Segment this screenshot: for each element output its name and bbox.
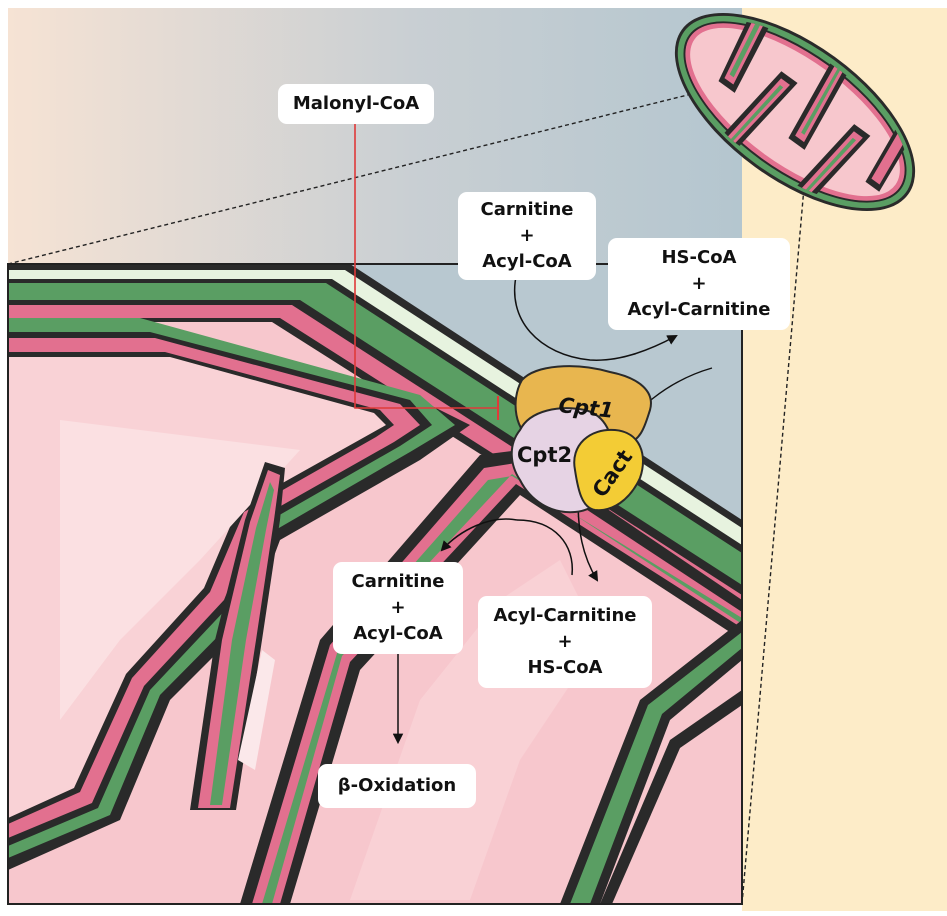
matrix-products-box: Acyl-Carnitine + HS-CoA: [478, 596, 652, 688]
matrix-products-plus: +: [557, 629, 572, 655]
matrix-acyl-carnitine: Acyl-Carnitine: [494, 603, 637, 629]
top-substrates-box: Carnitine + Acyl-CoA: [458, 192, 596, 280]
matrix-plus: +: [390, 595, 405, 621]
matrix-substrates-box: Carnitine + Acyl-CoA: [333, 562, 463, 654]
top-substrate-acyl-coa: Acyl-CoA: [482, 249, 571, 275]
top-substrate-plus: +: [519, 223, 534, 249]
cytosol-background: [8, 8, 742, 264]
matrix-acyl-coa: Acyl-CoA: [353, 621, 442, 647]
beta-oxidation-label: β-Oxidation: [318, 764, 476, 808]
top-products-box: HS-CoA + Acyl-Carnitine: [608, 238, 790, 330]
top-substrate-carnitine: Carnitine: [480, 197, 573, 223]
top-product-hs-coa: HS-CoA: [661, 245, 736, 271]
cpt2-label: Cpt2: [517, 443, 572, 467]
top-product-acyl-carnitine: Acyl-Carnitine: [628, 297, 771, 323]
top-product-plus: +: [691, 271, 706, 297]
matrix-hs-coa: HS-CoA: [527, 655, 602, 681]
matrix-carnitine: Carnitine: [351, 569, 444, 595]
malonyl-coa-label: Malonyl-CoA: [278, 84, 434, 124]
